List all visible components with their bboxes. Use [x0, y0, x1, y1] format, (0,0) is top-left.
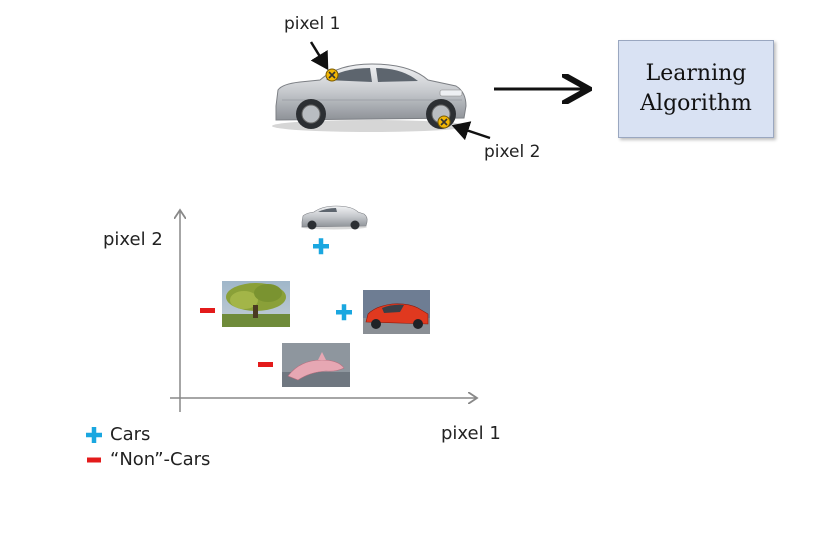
legend: Cars “Non”-Cars [86, 424, 210, 470]
x-axis-label: pixel 1 [441, 423, 501, 444]
minus-marker-dolphin [258, 362, 273, 367]
dolphin-image [282, 343, 350, 387]
pixel-2-pointer-arrow [451, 121, 491, 141]
minus-marker-tree [200, 308, 215, 313]
learning-algorithm-line-1: Learning [645, 61, 747, 86]
legend-noncars-label: “Non”-Cars [110, 449, 211, 470]
pixel-1-marker [325, 68, 339, 82]
learning-algorithm-box: Learning Algorithm [618, 40, 774, 138]
learning-algorithm-line-2: Algorithm [640, 91, 752, 116]
legend-item-noncars: “Non”-Cars [86, 449, 210, 470]
small-car-image [301, 205, 368, 230]
tree-image [222, 281, 290, 327]
plus-marker-red-car [336, 304, 352, 321]
pixel-2-marker [437, 115, 451, 129]
plus-marker-small-car [313, 238, 329, 255]
y-axis-label: pixel 2 [103, 229, 163, 250]
legend-item-cars: Cars [86, 424, 210, 445]
pixel-2-label: pixel 2 [484, 142, 541, 162]
pixel-1-pointer-arrow [309, 41, 329, 71]
pixel-1-label: pixel 1 [284, 14, 341, 34]
plus-icon [86, 426, 102, 443]
minus-icon [87, 457, 101, 462]
car-image [272, 63, 468, 132]
legend-cars-label: Cars [110, 424, 151, 445]
red-car-image [363, 290, 430, 334]
